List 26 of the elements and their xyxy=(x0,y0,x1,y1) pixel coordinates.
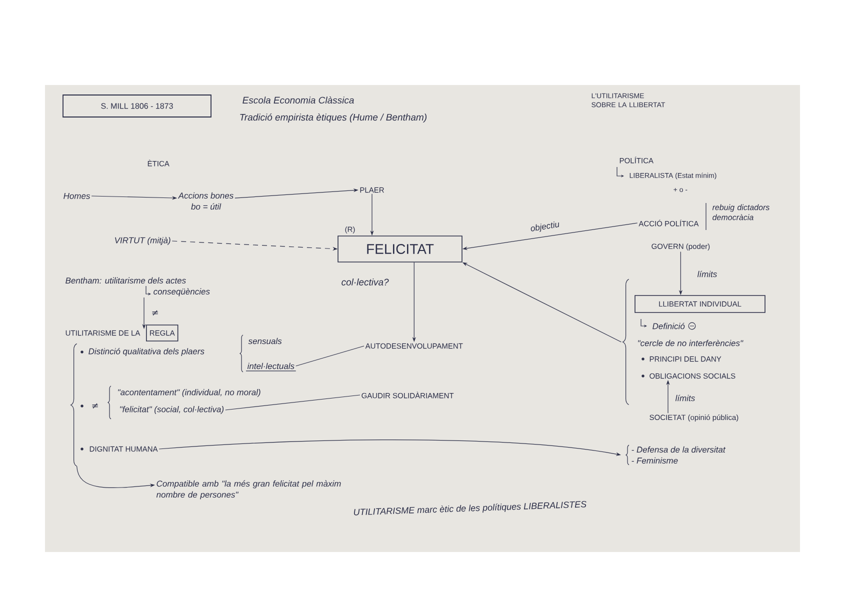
edge-label: objectiu xyxy=(528,220,562,234)
note-text: Distinció qualitativa dels plaers xyxy=(88,348,204,356)
note-text: Definició xyxy=(652,322,685,330)
note-text: "acontentament" (individual, no moral) xyxy=(118,389,260,397)
brace xyxy=(622,278,630,406)
concept-label: Homes xyxy=(64,193,90,199)
note-text: sensuals xyxy=(248,338,282,344)
header-text: Tradició empirista ètiques (Hume / Bentham) xyxy=(240,114,426,122)
concept-label: Bentham: utilitarisme dels actes conseqüències xyxy=(66,277,210,296)
concept-label: VIRTUT (mitjà) xyxy=(115,236,170,245)
connector-line xyxy=(225,394,360,410)
note-text: "cercle de no interferències" xyxy=(638,340,744,346)
node-caption: col·lectiva? xyxy=(342,278,389,286)
header-text: Escola Economia Clàssica xyxy=(242,96,354,104)
symbol-text: ≠ xyxy=(92,403,98,409)
note-text: UTILITARISME marc ètic de les polítiques LIBERALISTES xyxy=(354,500,586,516)
bracketed-list: - Defensa de la diversitat - Feminisme xyxy=(626,444,726,466)
connector-line xyxy=(296,346,364,366)
brace xyxy=(70,343,78,467)
concept-box: FELICITAT xyxy=(338,236,462,262)
concept-label: Accions bones bo = útil xyxy=(178,192,234,210)
title-box: S. MILL 1806 - 1873 xyxy=(62,94,212,118)
concept-label: intel·lectuals xyxy=(246,362,296,372)
concept-label: "felicitat" (social, col·lectiva) xyxy=(120,406,224,414)
note-text: rebuig dictadors democràcia xyxy=(712,204,770,220)
concept-label: Compatible amb "la més gran felicitat pel màxim nombre de persones" xyxy=(156,480,341,500)
